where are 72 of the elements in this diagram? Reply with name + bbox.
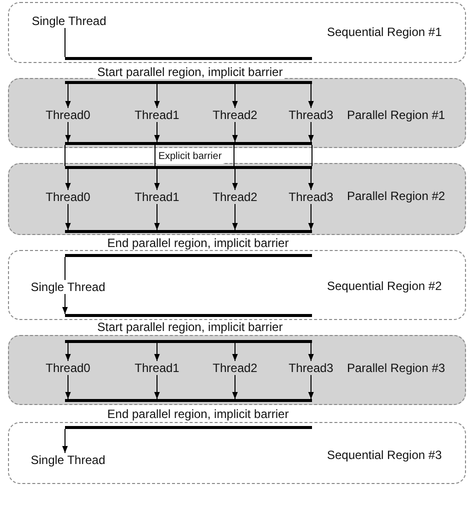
region-label: Parallel Region #1	[347, 108, 446, 122]
arrow	[65, 122, 71, 142]
barrier-label: Start parallel region, implicit barrier	[95, 65, 285, 79]
arrow	[154, 204, 160, 230]
arrow	[308, 84, 314, 108]
barrier-bar	[65, 314, 312, 317]
arrow	[154, 342, 160, 362]
region-label: Sequential Region #1	[327, 25, 442, 39]
barrier-label: Explicit barrier	[156, 150, 224, 164]
thread-label: Thread2	[212, 108, 258, 122]
region-band	[8, 163, 466, 235]
arrow	[308, 374, 314, 400]
barrier-bar	[65, 254, 312, 257]
arrow	[232, 342, 238, 362]
thread-label: Single Thread	[32, 14, 106, 28]
barrier-label: End parallel region, implicit barrier	[105, 407, 291, 421]
arrow	[154, 374, 160, 400]
region-band	[8, 422, 466, 484]
region-label: Parallel Region #2	[347, 189, 446, 203]
arrow	[308, 168, 314, 190]
barrier-bar	[65, 426, 312, 429]
thread-label: Thread3	[288, 108, 334, 122]
barrier-bar	[65, 142, 312, 145]
arrow	[65, 84, 71, 108]
region-band	[8, 78, 466, 148]
thread-label: Thread1	[134, 361, 180, 375]
arrow	[232, 84, 238, 108]
barrier-bar	[65, 340, 312, 343]
barrier-bar	[65, 399, 312, 402]
barrier-bar	[65, 166, 312, 169]
thread-label: Thread2	[212, 361, 258, 375]
arrow	[154, 84, 160, 108]
thread-label: Thread0	[46, 190, 90, 204]
barrier-label: End parallel region, implicit barrier	[105, 236, 291, 250]
thread-label: Thread3	[288, 361, 334, 375]
connector-line	[64, 144, 66, 166]
thread-label: Thread2	[212, 190, 258, 204]
region-label: Sequential Region #2	[327, 279, 442, 293]
arrow	[65, 204, 71, 230]
arrow	[65, 168, 71, 190]
arrow	[65, 342, 71, 362]
arrow	[308, 342, 314, 362]
barrier-bar	[65, 230, 312, 233]
region-band	[8, 250, 466, 320]
thread-label: Thread0	[46, 361, 90, 375]
barrier-label: Start parallel region, implicit barrier	[95, 320, 285, 334]
thread-label: Thread0	[46, 108, 90, 122]
region-label: Parallel Region #3	[347, 361, 446, 375]
arrow	[232, 204, 238, 230]
barrier-bar	[65, 81, 312, 84]
region-band	[8, 2, 466, 63]
arrow	[308, 122, 314, 142]
arrow	[62, 294, 68, 314]
thread-label: Single Thread	[30, 453, 106, 467]
thread-label: Thread1	[134, 108, 180, 122]
connector-line	[154, 144, 156, 166]
thread-label: Thread3	[288, 190, 334, 204]
arrow	[232, 168, 238, 190]
region-label: Sequential Region #3	[327, 448, 442, 462]
connector-line	[64, 256, 66, 280]
thread-label: Single Thread	[30, 280, 106, 294]
arrow	[154, 168, 160, 190]
arrow	[62, 428, 68, 454]
barrier-bar	[65, 57, 312, 60]
connector-line	[64, 28, 66, 58]
arrow	[65, 374, 71, 400]
thread-label: Thread1	[134, 190, 180, 204]
region-band	[8, 335, 466, 405]
arrow	[232, 374, 238, 400]
arrow	[308, 204, 314, 230]
arrow	[154, 122, 160, 142]
arrow	[232, 122, 238, 142]
